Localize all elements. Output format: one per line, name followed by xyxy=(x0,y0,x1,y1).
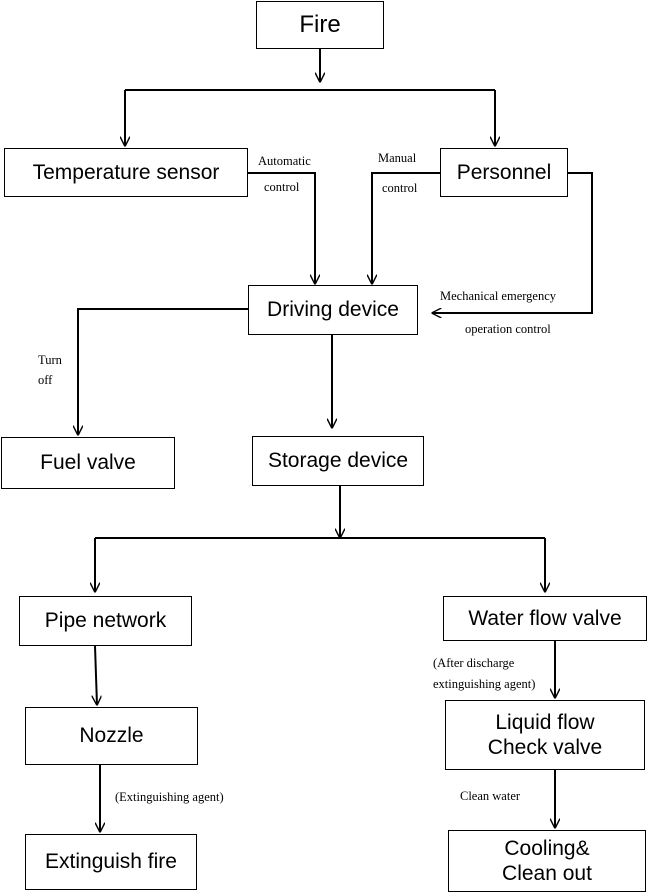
edge-turn-off-fuel-valve xyxy=(78,308,248,435)
label-turn: Turn xyxy=(38,353,62,367)
node-pipe-network: Pipe network xyxy=(19,596,192,646)
node-fuel-valve-label: Fuel valve xyxy=(40,451,136,475)
node-extinguish-fire-label: Extinguish fire xyxy=(45,850,177,874)
edge-pipe-to-nozzle xyxy=(95,645,97,705)
label-after-discharge: (After discharge xyxy=(433,656,515,670)
label-extinguishing-agent-right: extinguishing agent) xyxy=(433,677,536,691)
node-cooling-label: Cooling& xyxy=(504,836,590,860)
node-personnel: Personnel xyxy=(440,148,568,197)
label-manual-control: control xyxy=(382,181,418,195)
node-fuel-valve: Fuel valve xyxy=(1,437,175,489)
node-temperature-sensor: Temperature sensor xyxy=(4,148,248,197)
node-storage-device-label: Storage device xyxy=(267,449,409,473)
node-cooling-clean-out: Cooling& Clean out xyxy=(448,830,646,892)
node-nozzle-label: Nozzle xyxy=(79,724,144,748)
node-fire: Fire xyxy=(256,1,384,49)
node-extinguish-fire: Extinguish fire xyxy=(25,834,197,890)
node-liquid-flow-label: Liquid flow xyxy=(495,710,595,734)
node-storage-device: Storage device xyxy=(252,436,424,486)
edge-mechanical-emergency xyxy=(432,172,593,313)
node-liquid-flow-check-valve: Liquid flow Check valve xyxy=(445,700,645,770)
node-water-flow-valve: Water flow valve xyxy=(443,596,647,641)
edge-automatic-control xyxy=(248,172,315,284)
label-operation-control: operation control xyxy=(465,322,551,336)
node-pipe-network-label: Pipe network xyxy=(44,609,167,633)
node-driving-device-label: Driving device xyxy=(267,298,399,322)
node-fire-label: Fire xyxy=(299,10,341,38)
node-check-valve-label: Check valve xyxy=(487,736,603,759)
node-clean-out-label: Clean out xyxy=(502,862,592,885)
node-nozzle: Nozzle xyxy=(25,707,198,765)
node-personnel-label: Personnel xyxy=(456,160,552,184)
label-automatic: Automatic xyxy=(258,154,311,168)
label-automatic-control: control xyxy=(264,180,300,194)
node-driving-device: Driving device xyxy=(248,285,418,335)
label-manual: Manual xyxy=(378,151,417,165)
label-clean-water: Clean water xyxy=(460,789,521,803)
node-water-flow-valve-label: Water flow valve xyxy=(468,606,622,630)
label-off: off xyxy=(38,373,53,387)
label-extinguishing-agent: (Extinguishing agent) xyxy=(115,790,224,804)
node-temperature-sensor-label: Temperature sensor xyxy=(32,160,220,184)
label-mechanical-emergency: Mechanical emergency xyxy=(440,289,557,303)
edge-manual-control xyxy=(372,172,440,284)
